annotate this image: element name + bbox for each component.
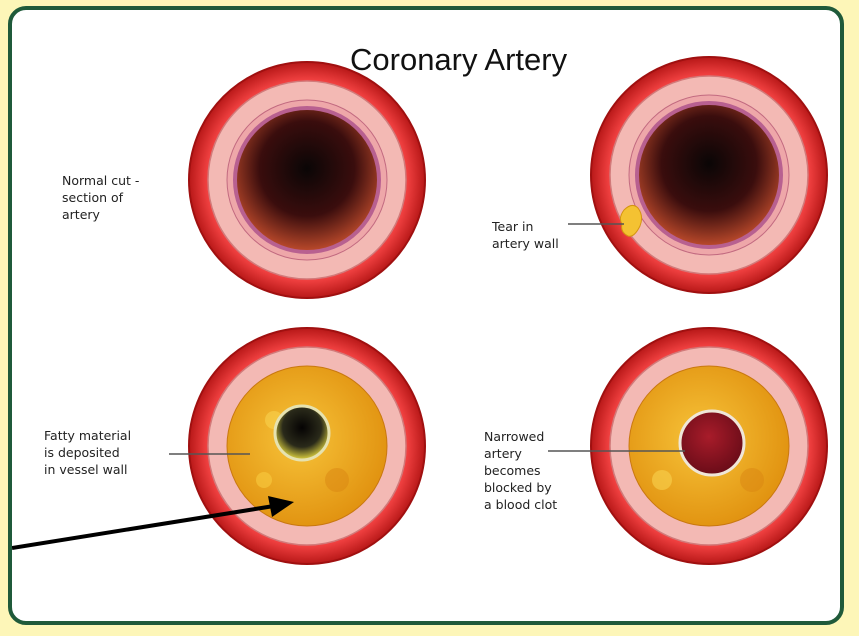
diagram-panel: Coronary Artery bbox=[8, 6, 844, 625]
label-normal: Normal cut - section of artery bbox=[62, 172, 139, 223]
artery-normal bbox=[189, 62, 425, 298]
artery-tear bbox=[568, 57, 827, 293]
artery-clot bbox=[548, 328, 827, 564]
label-tear: Tear in artery wall bbox=[492, 218, 559, 252]
label-narrowed: Narrowed artery becomes blocked by a blo… bbox=[484, 428, 557, 513]
artery-illustrations bbox=[12, 10, 844, 625]
label-fatty: Fatty material is deposited in vessel wa… bbox=[44, 427, 131, 478]
artery-fatty bbox=[169, 328, 425, 564]
